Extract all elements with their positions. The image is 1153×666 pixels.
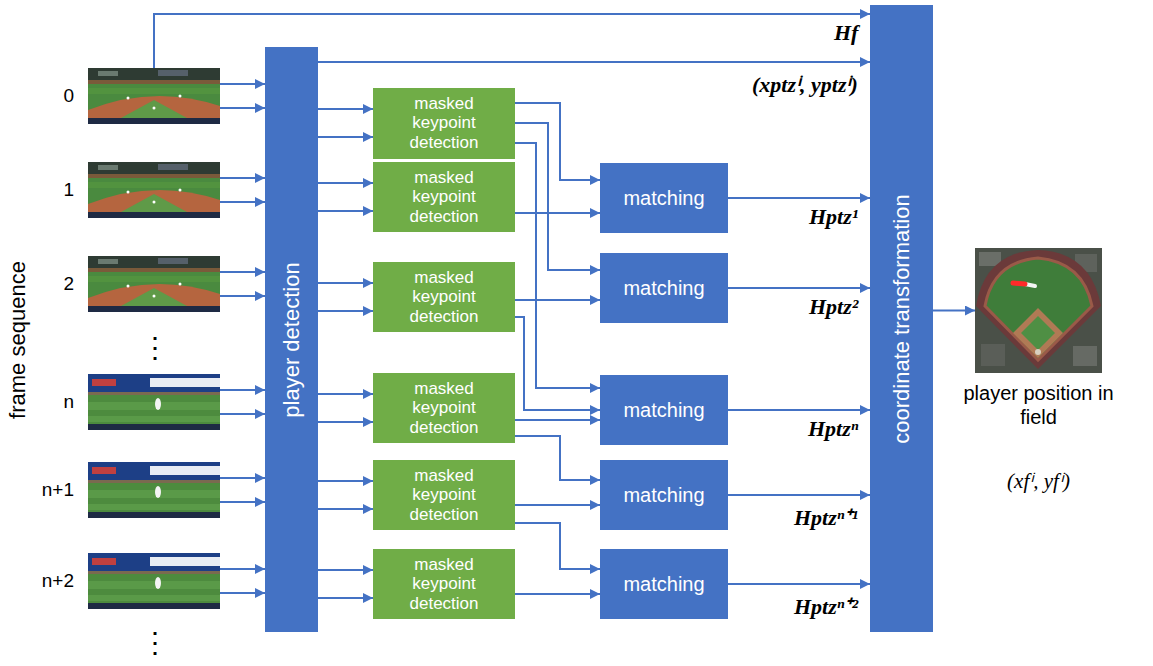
flow-arrow [220,568,265,570]
flow-arrow [220,177,265,179]
flow-arrow [933,310,975,312]
homography-label: Hf [832,20,860,46]
node-label: matching [623,573,704,596]
keypoint-box: masked keypoint detection [373,162,515,232]
node-label: masked keypoint detection [381,466,507,525]
flow-arrow [154,14,870,68]
node-label: n+1 [42,479,74,501]
matching-box: matching [600,253,728,323]
node-label: n [63,391,74,413]
homography-label: Hptzⁿ⁺¹ [792,501,860,531]
node-label: matching [623,484,704,507]
keypoint-box: masked keypoint detection [373,88,515,159]
flow-arrow [728,409,870,411]
flow-arrow [318,61,870,63]
node-label: masked keypoint detection [381,94,507,153]
flow-arrow [728,494,870,496]
matching-box: matching [600,460,728,530]
node-label: 0 [63,85,74,107]
node-label: player detection [279,262,305,417]
video-frame: 1 [88,162,220,218]
node-label: masked keypoint detection [381,555,507,614]
homography-label: Hptz¹ [807,204,860,230]
keypoint-box: masked keypoint detection [373,549,515,619]
flow-arrow [515,103,600,180]
flow-arrow [318,210,373,212]
flow-arrow [220,83,265,85]
flow-arrow [220,107,265,109]
flow-arrow [515,504,600,506]
node-label: n+2 [42,570,74,592]
node-label: matching [623,399,704,422]
flow-arrow [220,592,265,594]
flow-arrow [515,419,600,421]
flow-arrow [318,136,373,138]
process-bar: coordinate transformation [870,5,933,632]
flow-arrow [515,123,600,270]
homography-label: Hptzⁿ⁺² [792,590,860,620]
homography-label: (xptzⁱ, yptzⁱ) [750,68,860,98]
ellipsis-mark: ⋮ [141,334,169,362]
node-label: masked keypoint detection [381,379,507,438]
keypoint-box: masked keypoint detection [373,373,515,443]
flow-arrow [318,282,373,284]
flow-arrow [318,597,373,599]
video-frame: 0 [88,68,220,124]
node-label: (xfⁱ, yfⁱ) [949,469,1129,494]
matching-box: matching [600,163,728,233]
flow-arrow [318,569,373,571]
node-label: player position in field [949,381,1129,429]
field-map: player position in field(xfⁱ, yfⁱ) [975,248,1102,373]
homography-label: Hptz² [807,294,860,320]
flow-arrow [220,201,265,203]
flow-arrow [515,593,600,595]
homography-label: Hptzⁿ [806,416,860,442]
flow-arrow [220,295,265,297]
flow-arrow [220,501,265,503]
node-label: matching [623,187,704,210]
flow-arrow [220,389,265,391]
node-label: masked keypoint detection [381,168,507,227]
video-frame: n [88,374,220,430]
video-frame: n+1 [88,462,220,518]
flow-arrow [318,108,373,110]
keypoint-box: masked keypoint detection [373,460,515,530]
flow-arrow [515,299,600,301]
process-bar: player detection [265,47,318,632]
flow-arrow [318,182,373,184]
node-label: matching [623,277,704,300]
matching-box: matching [600,375,728,445]
node-label: 1 [63,179,74,201]
video-frame: 2 [88,256,220,312]
flow-arrow [318,393,373,395]
keypoint-box: masked keypoint detection [373,262,515,332]
ellipsis-mark: ⋮ [141,629,169,657]
flow-arrow [515,317,600,410]
matching-box: matching [600,549,728,619]
field-illustration [975,248,1102,373]
flow-arrow [515,143,600,388]
flow-arrow [728,287,870,289]
video-frame: n+2 [88,553,220,609]
flow-arrow [318,421,373,423]
flow-arrow [728,197,870,199]
flow-arrow [318,508,373,510]
flow-arrow [515,523,600,569]
flow-arrow [220,413,265,415]
node-label: 2 [63,273,74,295]
flow-arrow [318,310,373,312]
flow-arrow [220,271,265,273]
frame-illustrations [88,68,220,609]
flow-arrow [515,436,600,480]
flow-arrow [515,212,600,214]
flow-arrow [220,477,265,479]
node-label: coordinate transformation [889,194,915,443]
node-label: masked keypoint detection [381,268,507,327]
flow-arrow [728,583,870,585]
axis-label: frame sequence [7,261,29,419]
flow-arrow [318,480,373,482]
